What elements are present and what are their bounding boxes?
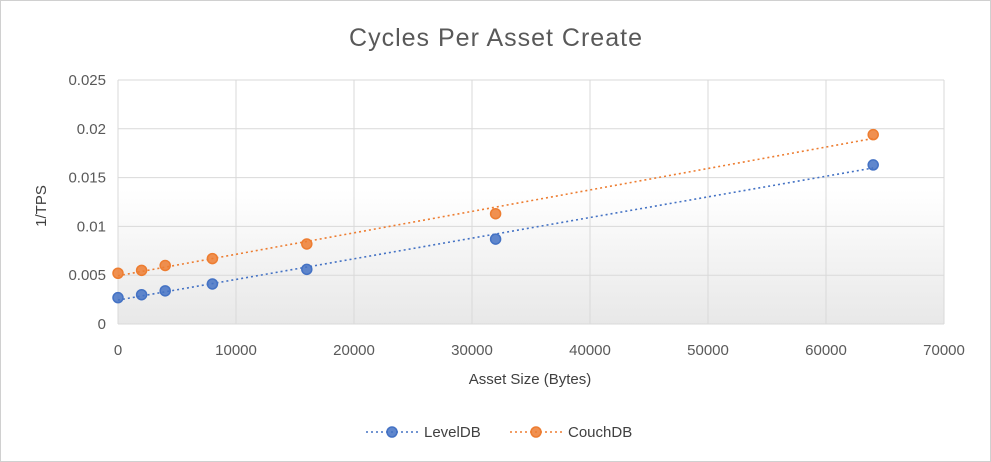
data-point-couchdb xyxy=(301,238,313,250)
data-point-leveldb xyxy=(159,285,171,297)
data-point-couchdb xyxy=(206,252,219,265)
data-points xyxy=(112,128,879,304)
data-point-leveldb xyxy=(112,291,124,304)
y-tick-label: 0.025 xyxy=(68,72,106,89)
y-tick-label: 0.005 xyxy=(68,267,106,284)
y-tick-label: 0 xyxy=(98,316,106,333)
data-point-leveldb xyxy=(301,263,313,276)
data-point-leveldb xyxy=(135,288,148,301)
y-tick-label: 0.01 xyxy=(77,218,106,235)
legend-label-couchdb: CouchDB xyxy=(568,424,632,441)
y-tick-label: 0.015 xyxy=(68,170,106,187)
y-tick-label: 0.02 xyxy=(77,121,106,138)
data-point-couchdb xyxy=(867,128,879,141)
x-axis-title: Asset Size (Bytes) xyxy=(469,371,592,388)
x-tick-label: 20000 xyxy=(333,342,375,359)
x-tick-label: 40000 xyxy=(569,342,611,359)
plot-area xyxy=(118,80,944,324)
x-tick-label: 60000 xyxy=(805,342,847,359)
x-tick-label: 30000 xyxy=(451,342,493,359)
x-tick-label: 10000 xyxy=(215,342,257,359)
chart-title: Cycles Per Asset Create xyxy=(349,24,643,52)
x-tick-label: 70000 xyxy=(923,342,965,359)
data-point-leveldb xyxy=(867,159,879,171)
data-point-leveldb xyxy=(206,278,219,290)
data-point-couchdb xyxy=(159,259,171,272)
tick-labels: 0 0.005 0.01 0.015 0.02 0.025 0 10000 20000 30000… xyxy=(68,72,964,359)
data-point-couchdb xyxy=(112,267,124,279)
x-tick-label: 50000 xyxy=(687,342,729,359)
gridlines xyxy=(117,79,945,325)
data-point-leveldb xyxy=(489,233,502,245)
data-point-couchdb xyxy=(135,264,148,277)
legend-label-leveldb: LevelDB xyxy=(424,424,481,441)
legend-marker-leveldb xyxy=(386,426,398,438)
legend: LevelDB CouchDB xyxy=(366,424,632,441)
data-point-couchdb xyxy=(489,207,502,220)
legend-marker-couchdb xyxy=(530,426,542,438)
y-axis-title: 1/TPS xyxy=(33,185,50,227)
x-tick-label: 0 xyxy=(114,342,122,359)
